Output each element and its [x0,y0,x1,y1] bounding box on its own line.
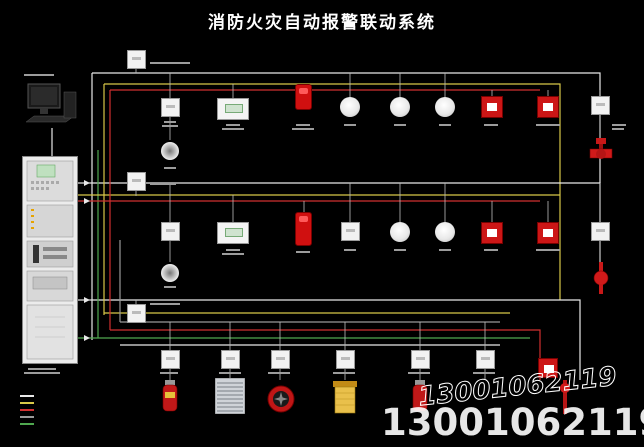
floor-display-panel-icon [217,222,249,244]
signal-valve-icon [558,380,572,414]
interface-module-icon [221,350,240,369]
cabinet-arrows [84,180,90,341]
ceiling-speaker-icon [161,264,179,282]
sound-light-alarm-icon [295,212,312,246]
smoke-detector-icon [340,97,360,117]
signal-valve-icon [588,138,614,164]
bus-white-low [92,299,581,380]
watermark: 13001062119 [381,401,644,444]
heat-detector-icon [390,97,410,117]
fire-shutter-icon [333,381,357,415]
interface-module-icon [411,350,430,369]
interface-module-icon [591,222,610,241]
interface-module-icon [127,50,146,69]
water-flow-indicator-icon [590,262,612,294]
computer-monitor-icon [22,82,82,130]
fire-control-cabinet-icon [22,156,78,364]
interface-module-icon [161,222,180,241]
gas-extinguisher-icon [162,380,178,412]
gas-extinguisher-icon [412,380,428,412]
floor-display-panel-icon [217,98,249,120]
ceiling-speaker-icon [161,142,179,160]
interface-module-icon [271,350,290,369]
hydrant-button-icon [481,222,503,244]
interface-module-icon [127,304,146,323]
smoke-detector-icon [435,222,455,242]
manual-call-point-icon [537,96,559,118]
bus-yellow-top [104,83,561,300]
manual-call-point-icon [537,222,559,244]
interface-module-icon [341,222,360,241]
hydrant-button-icon [481,96,503,118]
smoke-exhaust-fan-icon [266,384,296,414]
interface-module-icon [127,172,146,191]
heat-detector-icon [390,222,410,242]
smoke-detector-icon [435,97,455,117]
interface-module-icon [161,350,180,369]
interface-module-icon [476,350,495,369]
interface-module-icon [336,350,355,369]
manual-call-point-icon [538,358,558,378]
diagram-title: 消防火灾自动报警联动系统 [208,13,436,33]
interface-module-icon [591,96,610,115]
sound-light-alarm-icon [295,84,312,110]
interface-module-icon [161,98,180,117]
